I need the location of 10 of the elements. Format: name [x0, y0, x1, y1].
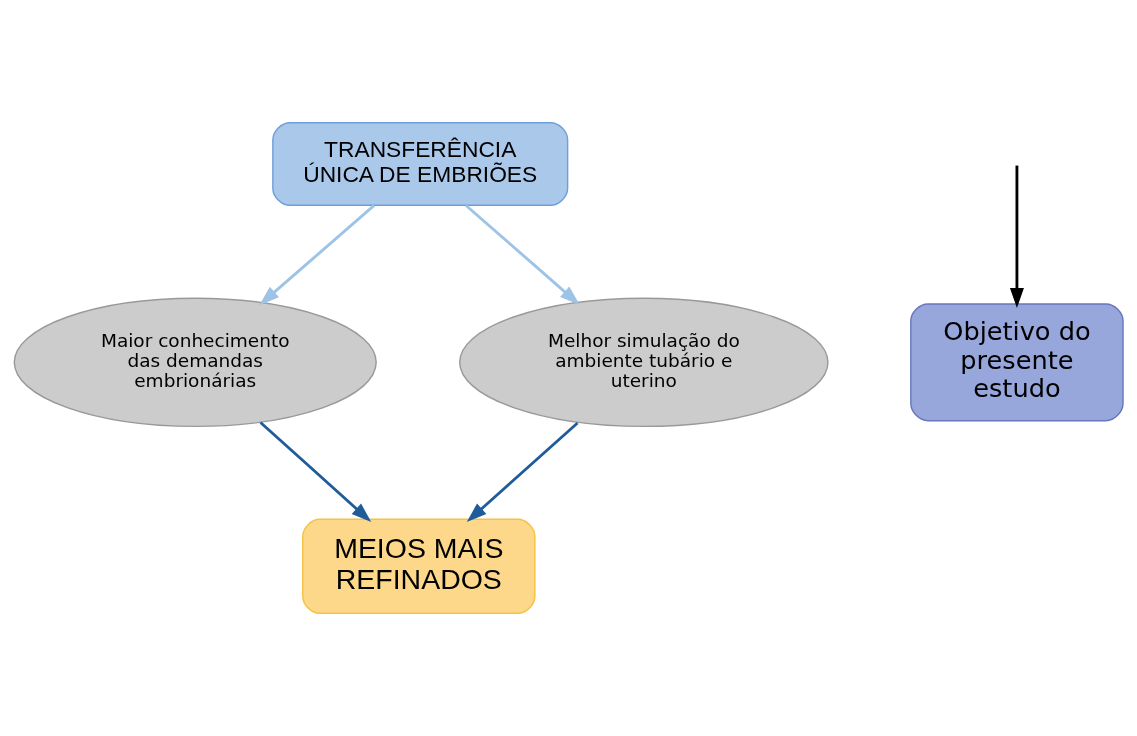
node-box: TRANSFERÊNCIA ÚNICA DE EMBRIÕES: [272, 122, 569, 206]
node-box: Objetivo do presente estudo: [910, 303, 1124, 422]
arrow: [466, 421, 579, 522]
node-box: MEIOS MAIS REFINADOS: [302, 518, 536, 614]
arrow: [465, 204, 580, 305]
node-ellipse: Maior conhecimento das demandas embrionárias: [13, 297, 377, 428]
arrow: [1009, 165, 1024, 309]
arrow: [259, 204, 376, 306]
node-ellipse: Melhor simulação do ambiente tubário e uterino: [459, 297, 829, 428]
arrow: [259, 421, 372, 523]
